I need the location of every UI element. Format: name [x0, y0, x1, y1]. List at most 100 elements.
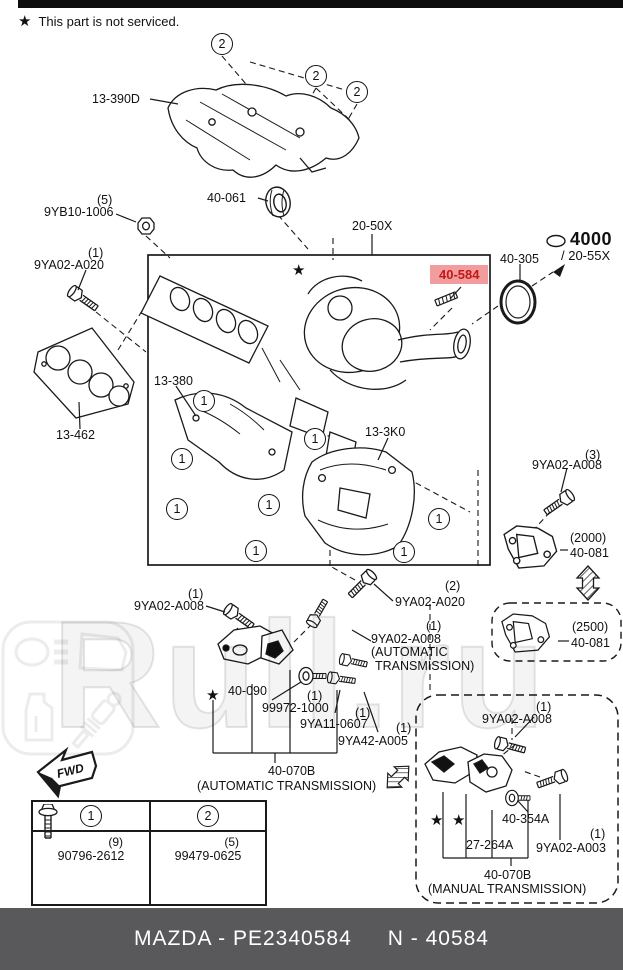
part-label-9ya02-a020[interactable]: 9YA02-A020 — [395, 595, 465, 609]
part-label-90796-2612[interactable]: 90796-2612 — [57, 849, 125, 863]
qty-badge-1: 1 — [245, 540, 267, 562]
diagonal-arrow-icon — [379, 758, 417, 796]
part-label-9ya02-a008[interactable]: 9YA02-A008 — [134, 599, 204, 613]
part-label-40-090[interactable]: 40-090 — [228, 684, 267, 698]
qty-label: (2000) — [570, 531, 607, 545]
table-cell-2: (5) 99479-0625 — [38, 804, 265, 904]
footer-catalog-code: MAZDA - PE2340584 — [133, 927, 352, 950]
bolt-icon — [541, 487, 577, 519]
part-label-40-070b[interactable]: 40-070B — [268, 764, 316, 778]
table-header-1: 1 — [33, 802, 149, 832]
star-icon: ★ — [452, 812, 466, 829]
fwd-label: FWD — [55, 761, 85, 781]
bolt-icon — [492, 735, 528, 757]
qty-badge-2: 2 — [346, 81, 368, 103]
not-serviced-note: ★ This part is not serviced. — [18, 12, 179, 30]
leader-lines — [77, 98, 569, 813]
part-label-40-354a[interactable]: 40-354A — [502, 812, 550, 826]
qty-badge-1: 1 — [258, 494, 280, 516]
transmission-note-automatic: (AUTOMATIC TRANSMISSION) — [197, 779, 377, 793]
part-label-9ya02-a008[interactable]: 9YA02-A008 — [371, 632, 441, 646]
manual-transmission-box — [415, 694, 619, 904]
up-down-arrow-icon — [576, 565, 600, 601]
part-label-9ya02-a003[interactable]: 9YA02-A003 — [536, 841, 606, 855]
bolt-icon — [534, 768, 570, 792]
transmission-note-manual: (MANUAL TRANSMISSION) — [428, 882, 587, 896]
part-label-9ya11-0607[interactable]: 9YA11-0607 — [300, 717, 368, 731]
part-label-9ya42-a005[interactable]: 9YA42-A005 — [338, 734, 408, 748]
ref-label-4000: 4000 — [570, 229, 613, 249]
part-label-40-061[interactable]: 40-061 — [207, 191, 246, 205]
footer-part-code: N - 40584 — [387, 927, 489, 950]
qty-badge-1: 1 — [80, 805, 102, 827]
part-label-13-3k0[interactable]: 13-3K0 — [365, 425, 406, 439]
bracket-40-081-2500-icon — [501, 613, 551, 653]
qty-badge-2: 2 — [197, 805, 219, 827]
bolt-icon — [337, 652, 369, 671]
ref-label-20-55x[interactable]: / 20-55X — [561, 248, 611, 263]
part-label-13-380[interactable]: 13-380 — [154, 374, 193, 388]
qty-badge-1: 1 — [393, 541, 415, 563]
star-icon: ★ — [206, 687, 220, 704]
part-label-40-081[interactable]: 40-081 — [571, 636, 610, 650]
transmission-note-line1: (AUTOMATIC — [371, 645, 448, 659]
top-rule — [18, 0, 623, 8]
footer-bar: MAZDA - PE2340584 N - 40584 — [0, 908, 623, 970]
fwd-arrow: FWD — [36, 746, 98, 799]
part-label-99479-0625[interactable]: 99479-0625 — [174, 849, 242, 863]
part-label-9ya02-a020[interactable]: 9YA02-A020 — [34, 258, 104, 272]
note-text: This part is not serviced. — [38, 13, 180, 29]
main-assembly-box — [147, 254, 491, 566]
qty-label: (1) — [426, 619, 442, 633]
part-label-13-462[interactable]: 13-462 — [56, 428, 95, 442]
gasket-drawing — [33, 327, 135, 419]
part-label-40-305[interactable]: 40-305 — [500, 252, 539, 266]
qty-badge-1: 1 — [171, 448, 193, 470]
part-label-13-390d[interactable]: 13-390D — [92, 92, 140, 106]
part-label-27-264a[interactable]: 27-264A — [466, 838, 514, 852]
cover-13-3k0-drawing — [301, 447, 415, 556]
qty-label: (1) — [88, 246, 104, 260]
transmission-note-line2: TRANSMISSION) — [375, 659, 475, 673]
bracket-13-380-drawing — [174, 392, 293, 480]
qty-badge-1: 1 — [193, 390, 215, 412]
part-label-9yb10-1006[interactable]: 9YB10-1006 — [44, 205, 114, 219]
part-label-40-081[interactable]: 40-081 — [570, 546, 609, 560]
nut-icon — [137, 217, 155, 235]
bolt-icon — [38, 804, 58, 839]
part-label-40-584-highlighted[interactable]: 40-584 — [430, 265, 489, 284]
bolt-icon — [345, 567, 379, 601]
bolt-icon — [326, 670, 357, 688]
part-label-9ya02-a008[interactable]: 9YA02-A008 — [482, 712, 552, 726]
bracket-40-070b-manual-drawing — [424, 746, 513, 793]
table-cell-1: (9) 90796-2612 — [33, 804, 149, 904]
qty-label: (5) — [97, 193, 113, 207]
callout-bracket-auto — [212, 670, 338, 763]
bolt-icon — [304, 596, 331, 630]
qty-label: (5) — [224, 835, 239, 849]
watermark-icons — [1, 620, 135, 756]
part-label-99972-1000[interactable]: 99972-1000 — [262, 701, 329, 715]
qty-label: (1) — [396, 721, 412, 735]
qty-badge-2: 2 — [211, 33, 233, 55]
callout-bracket-manual — [442, 792, 561, 866]
qty-label: (2) — [445, 579, 461, 593]
bracket-40-081-2000-icon — [503, 525, 558, 569]
section-ref-icon — [546, 234, 566, 248]
bracket-2500-box — [491, 602, 622, 662]
qty-label: (2500) — [572, 620, 609, 634]
star-icon: ★ — [292, 262, 306, 279]
star-icon: ★ — [18, 13, 32, 30]
heat-shield-drawing — [167, 83, 360, 178]
qty-label: (1) — [355, 706, 371, 720]
oring-40-305-icon — [499, 279, 537, 325]
grommet-drawing — [265, 186, 291, 218]
star-icon: ★ — [430, 812, 444, 829]
part-label-40-070b[interactable]: 40-070B — [484, 868, 532, 882]
part-label-9ya02-a008[interactable]: 9YA02-A008 — [532, 458, 602, 472]
qty-label: (9) — [108, 835, 123, 849]
washer-icon — [298, 666, 327, 686]
part-label-20-50x[interactable]: 20-50X — [352, 219, 393, 233]
